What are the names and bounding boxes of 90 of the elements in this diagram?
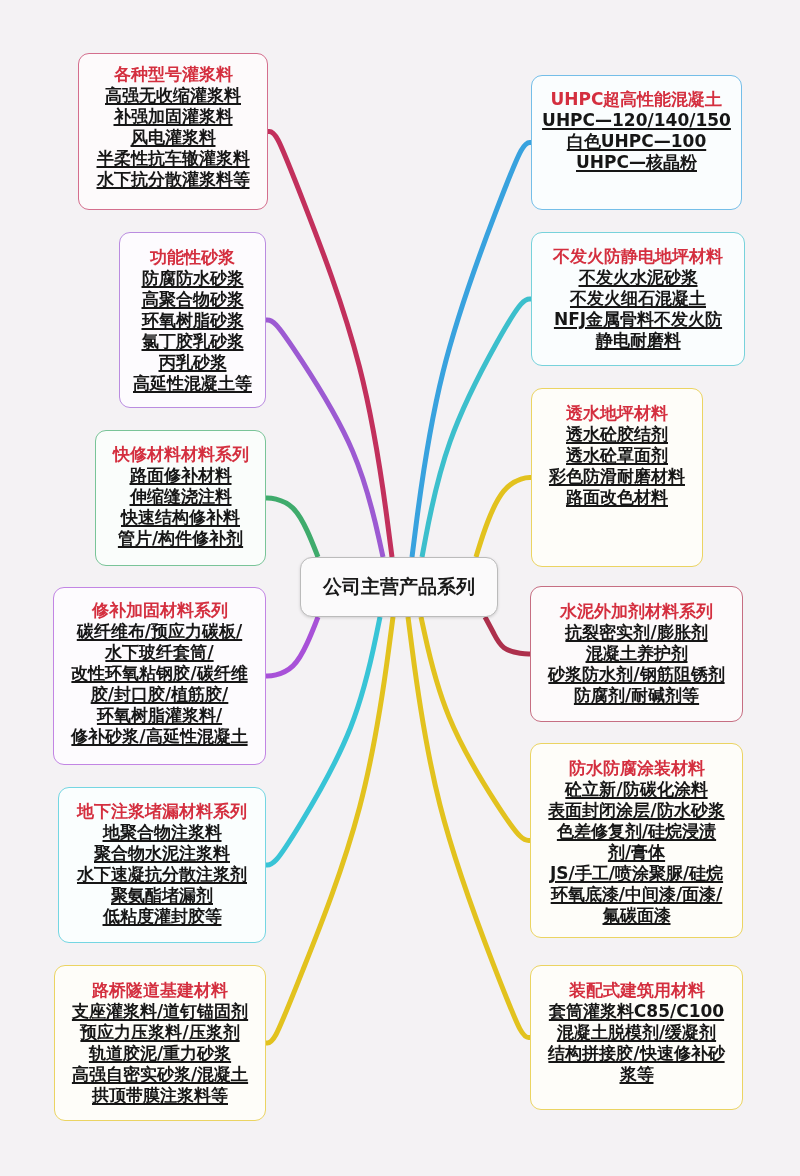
topic-item: 高强自密实砂浆/混凝土 xyxy=(71,1064,249,1085)
central-topic-text: 公司主营产品系列 xyxy=(323,574,475,599)
topic-heading: 不发火防静电地坪材料 xyxy=(553,246,723,267)
topic-item: 水下抗分散灌浆料等 xyxy=(96,169,250,190)
topic-item: 氯丁胶乳砂浆 xyxy=(141,331,244,352)
topic-heading: UHPC超高性能混凝土 xyxy=(550,89,723,110)
topic-item: 改性环氧粘钢胶/碳纤维胶/封口胶/植筋胶/ xyxy=(70,663,249,705)
topic-box xyxy=(119,232,266,408)
topic-item: UHPC—核晶粉 xyxy=(576,152,697,173)
topic-item: 聚合物水泥注浆料 xyxy=(94,843,230,864)
topic-item: 风电灌浆料 xyxy=(130,127,216,148)
topic-item: 混凝土养护剂 xyxy=(585,643,688,664)
branch-line xyxy=(419,296,533,558)
topic-item: 低粘度灌封胶等 xyxy=(102,906,222,927)
topic-item: 快速结构修补料 xyxy=(121,507,240,528)
topic-item: 环氧底漆/中间漆/面漆/氟碳面漆 xyxy=(549,884,724,926)
topic-item: NFJ金属骨料不发火防静电耐磨料 xyxy=(552,309,724,351)
topic-item: 补强加固灌浆料 xyxy=(113,106,233,127)
topic-item: 套筒灌浆料C85/C100 xyxy=(548,1001,725,1022)
topic-item: 防腐剂/耐碱剂等 xyxy=(573,685,700,706)
topic-box xyxy=(531,75,742,210)
branch-line xyxy=(264,616,321,679)
topic-item: 半柔性抗车辙灌浆料 xyxy=(96,148,250,169)
topic-item: 不发火细石混凝土 xyxy=(570,288,706,309)
topic-item: 管片/构件修补剂 xyxy=(117,528,244,549)
topic-item: 色差修复剂/硅烷浸渍剂/膏体 xyxy=(555,821,718,863)
topic-item: 白色UHPC—100 xyxy=(566,131,707,152)
topic-heading: 装配式建筑用材料 xyxy=(568,980,705,1001)
topic-box xyxy=(95,430,266,566)
branch-line xyxy=(409,140,533,558)
branch-line xyxy=(264,616,383,868)
topic-item: 高延性混凝土等 xyxy=(133,373,252,394)
topic-heading: 路桥隧道基建材料 xyxy=(92,980,228,1001)
topic-item: 路面改色材料 xyxy=(566,487,668,508)
topic-heading: 各种型号灌浆料 xyxy=(113,64,233,85)
branch-line xyxy=(418,616,532,843)
topic-item: 不发火水泥砂浆 xyxy=(578,267,698,288)
topic-item: UHPC—120/140/150 xyxy=(542,110,731,131)
topic-box xyxy=(53,587,266,765)
topic-heading: 快修材料材料系列 xyxy=(112,444,249,465)
branch-line xyxy=(264,616,396,1046)
branch-line xyxy=(264,317,386,558)
topic-box xyxy=(58,787,266,943)
topic-box xyxy=(530,743,743,938)
topic-item: 表面封闭涂层/防水砂浆 xyxy=(548,800,725,821)
topic-item: 聚氨酯堵漏剂 xyxy=(111,885,213,906)
topic-item: 支座灌浆料/道钉锚固剂 xyxy=(71,1001,249,1022)
topic-item: 地聚合物注浆料 xyxy=(102,822,222,843)
topic-item: 伸缩缝浇注料 xyxy=(129,486,232,507)
topic-heading: 修补加固材料系列 xyxy=(91,600,228,621)
branch-line xyxy=(264,495,321,558)
topic-item: 高强无收缩灌浆料 xyxy=(105,85,241,106)
branch-line xyxy=(266,129,395,558)
topic-item: 路面修补材料 xyxy=(129,465,232,486)
topic-item: 预应力压浆料/压浆剂 xyxy=(80,1022,240,1043)
topic-heading: 透水地坪材料 xyxy=(566,403,668,424)
topic-item: 水下速凝抗分散注浆剂 xyxy=(77,864,247,885)
central-topic-box xyxy=(300,557,498,617)
topic-item: 彩色防滑耐磨材料 xyxy=(549,466,685,487)
topic-box xyxy=(531,388,703,567)
topic-item: 透水砼罩面剂 xyxy=(566,445,668,466)
topic-heading: 地下注浆堵漏材料系列 xyxy=(77,801,247,822)
topic-item: 拱顶带膜注浆料等 xyxy=(92,1085,228,1106)
topic-item: 砂浆防水剂/钢筋阻锈剂 xyxy=(548,664,725,685)
topic-item: 透水砼胶结剂 xyxy=(566,424,668,445)
topic-item: 抗裂密实剂/膨胀剂 xyxy=(565,622,708,643)
branch-line xyxy=(482,615,532,657)
topic-box xyxy=(530,965,743,1110)
topic-item: JS/手工/喷涂聚脲/硅烷 xyxy=(549,863,724,884)
topic-item: 碳纤维布/预应力碳板/ xyxy=(76,621,243,642)
topic-item: 轨道胶泥/重力砂浆 xyxy=(88,1043,232,1064)
topic-item: 高聚合物砂浆 xyxy=(141,289,244,310)
branch-line xyxy=(405,616,532,1040)
topic-item: 水下玻纤套筒/ xyxy=(105,642,214,663)
topic-item: 修补砂浆/高延性混凝土 xyxy=(71,726,248,747)
topic-box xyxy=(531,232,745,366)
topic-item: 环氧树脂灌浆料/ xyxy=(96,705,223,726)
branch-line xyxy=(473,475,533,558)
topic-item: 防腐防水砂浆 xyxy=(141,268,244,289)
topic-heading: 功能性砂浆 xyxy=(150,247,235,268)
topic-item: 环氧树脂砂浆 xyxy=(141,310,244,331)
topic-heading: 水泥外加剂材料系列 xyxy=(560,601,713,622)
topic-item: 砼立新/防碳化涂料 xyxy=(565,779,708,800)
topic-heading: 防水防腐涂装材料 xyxy=(568,758,705,779)
topic-box xyxy=(54,965,266,1121)
topic-box xyxy=(530,586,743,722)
topic-box xyxy=(78,53,268,210)
topic-item: 丙乳砂浆 xyxy=(158,352,227,373)
topic-item: 混凝土脱模剂/缓凝剂 xyxy=(556,1022,717,1043)
topic-item: 结构拼接胶/快速修补砂浆等 xyxy=(547,1043,726,1085)
